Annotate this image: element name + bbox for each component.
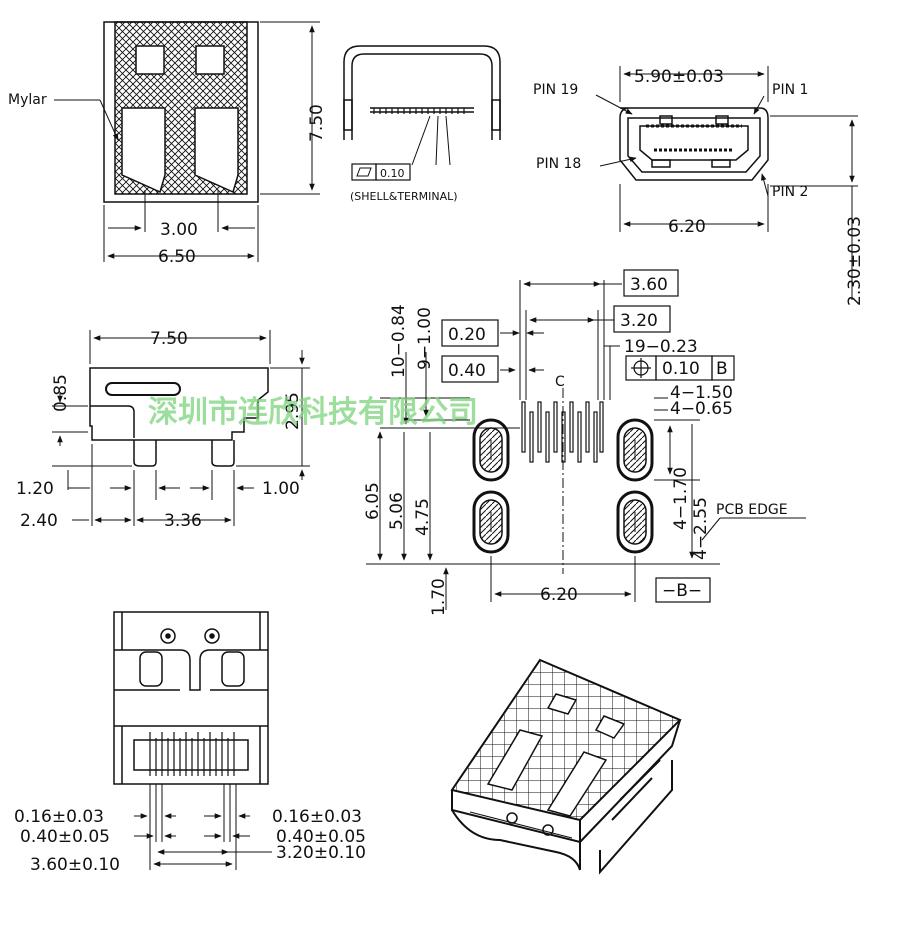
pcb-dim-4-255: 4−2.55 — [691, 497, 711, 560]
terminal-row — [373, 108, 465, 114]
slot-pad-top-left — [472, 418, 510, 482]
shell-window-right — [195, 45, 225, 75]
pcb-dim-4-065: 4−0.65 — [670, 399, 733, 419]
box-360 — [623, 269, 679, 297]
side-dim-240: 2.40 — [20, 511, 58, 531]
pcb-box-040: 0.40 — [448, 361, 486, 381]
top-left-view — [54, 21, 320, 262]
tol-datum-box — [711, 355, 735, 381]
box-040 — [441, 355, 499, 383]
pcb-dim-4-150: 4−1.50 — [670, 383, 733, 403]
pin1-label: PIN 1 — [772, 82, 808, 98]
pcb-tol-datum: B — [716, 359, 728, 379]
dim-230: 2.30±0.03 — [845, 216, 865, 306]
mating-face-view — [595, 66, 858, 300]
watermark-text: 深圳市连欣科技有限公司 — [148, 395, 478, 430]
pin19-label: PIN 19 — [533, 82, 578, 98]
side-slot — [105, 382, 181, 396]
pcb-dim-475: 4.75 — [413, 498, 433, 536]
side-dim-120: 1.20 — [16, 479, 54, 499]
bottom-right-040: 0.40±0.05 — [276, 827, 366, 847]
slot-pad-bottom-left — [472, 490, 510, 554]
pin2-label: PIN 2 — [772, 184, 808, 200]
side-dim-085: 0.85 — [51, 374, 71, 412]
centerline-label: C — [555, 374, 565, 390]
bottom-terminal-row — [149, 732, 235, 776]
flatness-symbol-box — [351, 163, 377, 181]
isometric-view — [450, 658, 682, 875]
pcb-datum-b: −B− — [662, 581, 702, 601]
side-body-outline — [89, 367, 269, 441]
pcb-dim-10-084: 10−0.84 — [389, 304, 409, 378]
flatness-value-box — [375, 163, 411, 181]
shell-outline — [343, 45, 501, 140]
bottom-right-320: 3.20±0.10 — [276, 843, 366, 863]
dim-650: 6.50 — [158, 247, 196, 267]
pcb-dim-9-100: 9−1.00 — [415, 307, 435, 370]
dim-height-750: 7.50 — [307, 104, 327, 142]
pcb-dim-620: 6.20 — [540, 585, 578, 605]
pin18-label: PIN 18 — [536, 156, 581, 172]
bottom-view — [113, 611, 272, 870]
bottom-left-016: 0.16±0.03 — [14, 807, 104, 827]
dim-590: 5.90±0.03 — [634, 67, 724, 87]
side-view — [52, 330, 310, 526]
slot-pad-top-right — [616, 418, 654, 482]
slot-pad-bottom-right — [616, 490, 654, 554]
bottom-right-016: 0.16±0.03 — [272, 807, 362, 827]
mylar-label: Mylar — [8, 92, 47, 108]
smd-pad-row — [521, 401, 604, 463]
dim-300: 3.00 — [160, 220, 198, 240]
flatness-note: (SHELL&TERMINAL) — [350, 190, 458, 203]
box-320 — [613, 305, 671, 333]
pcb-dim-605: 6.05 — [363, 482, 383, 520]
spring-tab-left — [121, 107, 166, 194]
shell-window-left — [135, 45, 165, 75]
pcb-dim-4-170: 4−1.70 — [671, 467, 691, 530]
front-view-shell — [343, 45, 501, 181]
side-dim-100: 1.00 — [262, 479, 300, 499]
flatness-value: 0.10 — [380, 167, 405, 180]
pcb-box-360: 3.60 — [630, 275, 668, 295]
pcb-dim-19-023: 19−0.23 — [624, 337, 698, 357]
side-dim-750: 7.50 — [150, 329, 188, 349]
pcb-tol-value: 0.10 — [662, 359, 700, 379]
side-dim-336: 3.36 — [164, 511, 202, 531]
bottom-body-outline — [113, 611, 269, 785]
pcb-layout — [366, 269, 806, 610]
receptacle-outline — [619, 107, 769, 181]
box-020 — [441, 319, 499, 347]
dim-620-top: 6.20 — [668, 217, 706, 237]
datum-b-box — [655, 577, 711, 603]
spring-tab-right — [194, 107, 239, 194]
pcb-box-020: 0.20 — [448, 325, 486, 345]
pcb-box-320: 3.20 — [620, 311, 658, 331]
pcb-edge-label: PCB EDGE — [716, 502, 788, 518]
bottom-left-360: 3.60±0.10 — [30, 855, 120, 875]
pcb-dim-506: 5.06 — [387, 492, 407, 530]
side-dim-295: 2.95 — [283, 392, 303, 430]
pcb-dim-170: 1.70 — [429, 578, 449, 616]
bottom-left-040: 0.40±0.05 — [20, 827, 110, 847]
